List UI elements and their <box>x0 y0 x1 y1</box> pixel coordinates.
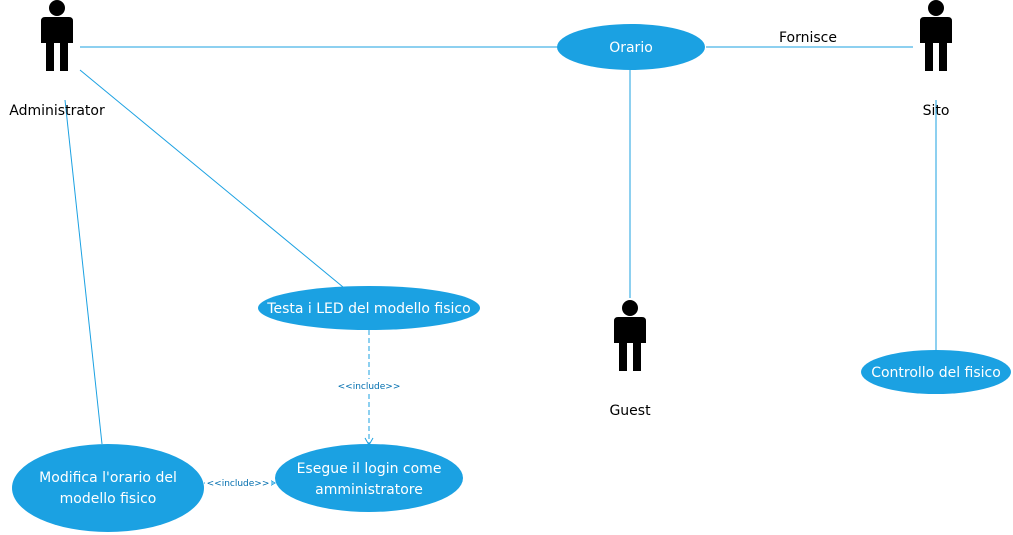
usecase-controllo-fisico-label: Controllo del fisico <box>871 365 1001 381</box>
include-label-vertical: <<include>> <box>338 382 401 392</box>
line-administrator-modifica <box>64 99 103 445</box>
usecase-modifica-orario-label-line1: Modifica l'orario del <box>39 470 177 486</box>
actor-guest-figure <box>614 300 646 371</box>
usecase-esegue-login-label-line1: Esegue il login come <box>297 461 442 477</box>
usecase-orario-label: Orario <box>609 40 653 56</box>
usecase-testa-led[interactable]: Testa i LED del modello fisico <box>258 286 480 330</box>
usecase-modifica-orario[interactable]: Modifica l'orario del modello fisico <box>12 444 204 532</box>
actor-administrator-figure <box>41 0 73 71</box>
include-label-horizontal: <<include>> <box>207 479 270 489</box>
usecase-esegue-login[interactable]: Esegue il login come amministratore <box>275 444 463 512</box>
usecase-modifica-orario-label-line2: modello fisico <box>60 491 157 507</box>
usecase-orario[interactable]: Orario <box>557 24 705 70</box>
association-lines <box>64 46 937 445</box>
actor-guest-label: Guest <box>609 403 651 419</box>
actor-sito-figure <box>920 0 952 71</box>
line-administrator-testa-led <box>79 69 344 288</box>
actor-sito[interactable]: Sito <box>920 0 952 119</box>
actor-sito-label: Sito <box>923 103 950 119</box>
actor-guest[interactable]: Guest <box>609 300 651 419</box>
association-label-fornisce: Fornisce <box>779 30 837 46</box>
actor-administrator-label: Administrator <box>9 103 105 119</box>
actor-administrator[interactable]: Administrator <box>9 0 105 119</box>
usecase-testa-led-label: Testa i LED del modello fisico <box>266 301 470 317</box>
usecase-controllo-fisico[interactable]: Controllo del fisico <box>861 350 1011 394</box>
usecase-esegue-login-label-line2: amministratore <box>315 482 423 498</box>
include-label-backgrounds <box>205 379 404 490</box>
